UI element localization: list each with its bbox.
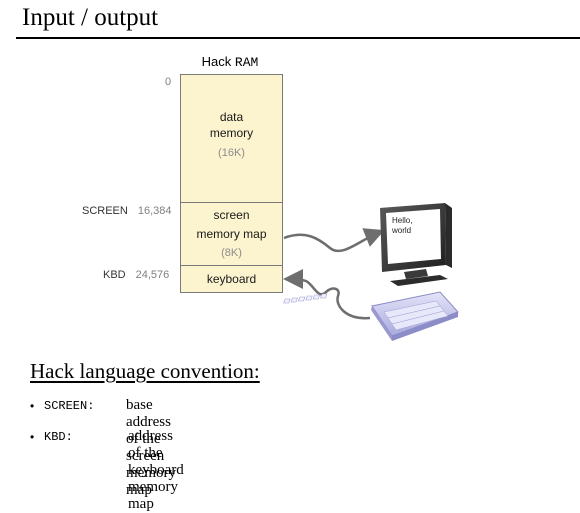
- screen-memory-line1: screen: [213, 208, 250, 222]
- kbd-symbol: KBD: [103, 269, 126, 281]
- monitor-screen-text: Hello, world: [392, 216, 432, 236]
- bullet: •: [30, 430, 35, 444]
- ram-title: Hack RAM: [190, 54, 270, 71]
- bullet: •: [30, 399, 35, 413]
- screen-to-monitor-arrow: [283, 228, 385, 253]
- io-illustration: [283, 203, 459, 341]
- keyboard-memory-block: keyboard: [180, 265, 283, 293]
- ram-title-prefix: Hack: [201, 54, 232, 69]
- screen-symbol: SCREEN: [82, 205, 128, 217]
- kbd-address-label: KBD 24,576: [103, 268, 169, 282]
- screen-address-label: SCREEN 16,384: [82, 204, 172, 218]
- base-address-label: 0: [165, 76, 172, 88]
- data-memory-line2: memory: [209, 126, 254, 140]
- screen-memory-line2: memory map: [196, 227, 267, 241]
- data-memory-size: (16K): [218, 147, 245, 159]
- convention-key-screen: SCREEN:: [44, 399, 95, 413]
- monitor-text-line2: world: [392, 226, 412, 235]
- monitor-text-line1: Hello,: [392, 216, 413, 225]
- keyboard-icon: [283, 291, 459, 341]
- title-divider: [16, 37, 580, 39]
- screen-memory-block: screen memory map (8K): [180, 202, 283, 266]
- kbd-address-value: 24,576: [135, 269, 170, 281]
- convention-heading: Hack language convention:: [30, 359, 260, 383]
- page-title: Input / output: [22, 4, 159, 31]
- screen-memory-size: (8K): [221, 247, 242, 259]
- data-memory-block: data memory (16K): [180, 74, 283, 203]
- keyboard-to-memory-arrow: [283, 269, 371, 320]
- monitor-icon: [380, 203, 452, 286]
- screen-address-value: 16,384: [137, 205, 172, 217]
- convention-desc-kbd: address of the keyboard memory map: [128, 428, 184, 512]
- keyboard-memory-label: keyboard: [206, 272, 257, 286]
- ram-title-suffix: RAM: [234, 55, 259, 70]
- data-memory-line1: data: [219, 110, 244, 124]
- convention-key-kbd: KBD:: [44, 430, 73, 444]
